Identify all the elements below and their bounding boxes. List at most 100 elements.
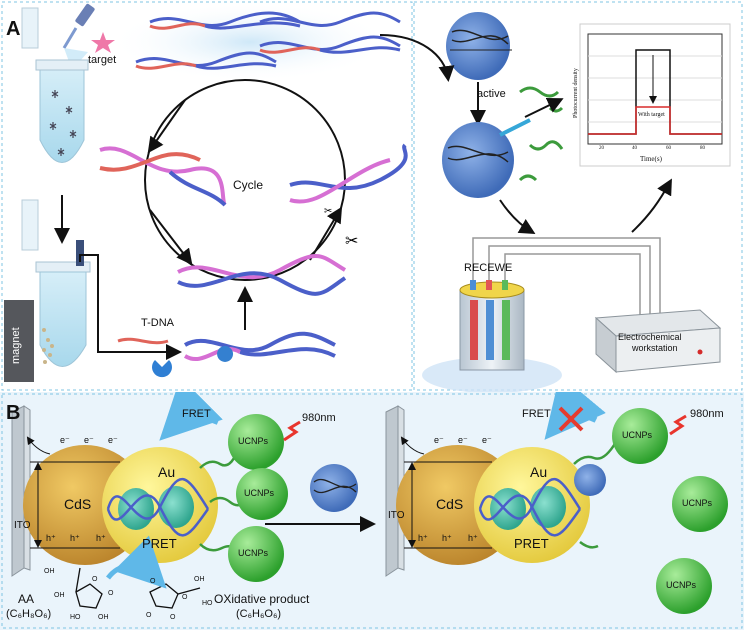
hole-label: h⁺ [468,533,478,543]
panel-a-canvas: ✂ ✂ [1,1,743,392]
o-label: O [146,612,152,619]
oh-label: OH [98,614,109,621]
electron-label: e⁻ [458,435,468,445]
electrode-cell-icon [422,280,562,392]
oh-label: OH [54,592,65,599]
o-label: O [182,594,188,601]
wires [472,237,661,320]
o-label: O [108,590,114,597]
ucnp-label: UCNPs [622,430,653,440]
ho-label: HO [70,614,81,621]
hole-label: h⁺ [418,533,428,543]
target-star-icon [91,32,115,53]
ucnp-label: UCNPs [666,580,697,590]
protein-top-icon [446,12,512,80]
plot-annotation: With target [638,112,665,118]
workstation-label-2: workstation [632,343,678,353]
magnet-block [4,300,34,382]
protein-active-icon [442,118,531,198]
o-label: O [92,576,98,583]
ito-label-right: ITO [388,510,405,521]
hole-label: h⁺ [442,533,452,543]
plot-ylabel: Photocurrent density [573,68,579,118]
oxidized-molecule [149,583,201,609]
electron-label: e⁻ [434,435,444,445]
plot-tick: 20 [599,146,604,151]
hole-label: h⁺ [96,533,106,543]
panel-b-canvas [1,392,743,629]
ucnp-label: UCNPs [238,436,269,446]
cycle-helix-right [289,143,408,204]
workstation-icon [594,309,722,374]
ho-label: HO [202,600,213,607]
panel-b: B e⁻ e⁻ e⁻ ITO CdS Au PRET h⁺ h⁺ h⁺ FRET… [0,392,744,630]
panel-b-border [1,393,743,629]
plot-tick: 80 [700,146,705,151]
electron-label: e⁻ [60,435,70,445]
panel-a-left-border [1,1,413,391]
panel-b-label: B [6,402,21,424]
pret-label-left: PRET [142,536,177,551]
plot-xlabel: Time(s) [640,155,662,163]
ucnp-label: UCNPs [244,488,275,498]
photocurrent-plot [579,23,731,167]
blocked-x-icon [558,406,584,432]
cycle-helix-left [99,146,227,207]
laser-bolt-icon-right [669,414,687,436]
aa-molecule [75,567,103,609]
workstation-label-1: Electrochemical [618,332,682,342]
ucnp-left-2 [236,468,288,520]
fret-label-right: FRET [522,408,551,420]
panel-a-right-border [413,1,743,391]
pacman-icon [152,360,172,378]
panel-a: ✂ ✂ [0,0,744,392]
fret-arrow-left [159,392,223,441]
bottom-helix [183,331,336,361]
o-label: O [170,614,176,621]
electron-label: e⁻ [84,435,94,445]
aa-formula: (C₆H₈O₆) [6,608,52,620]
hole-label: h⁺ [46,533,56,543]
scissors-icon: ✂ [324,206,332,217]
laser-label-right: 980nm [690,408,724,420]
target-label: target [88,54,117,66]
electron-label: e⁻ [482,435,492,445]
ucnp-right-1 [612,408,668,464]
o-label: O [150,578,156,585]
plot-tick: 40 [632,146,637,151]
hole-label: h⁺ [70,533,80,543]
au-label-right: Au [530,464,548,480]
scissors-large-icon: ✂ [345,233,358,250]
panel-a-label: A [6,18,21,40]
cds-label-right: CdS [436,496,464,512]
tdna-label: T-DNA [141,317,174,329]
protein-b-icon [310,464,358,512]
tube-magnet-icon [4,199,182,382]
ox-product-label: OXidative product [214,592,310,606]
active-label: active [477,88,506,100]
tdna-strand [117,337,169,345]
plot-tick: 60 [666,146,671,151]
cds-label-left: CdS [64,496,92,512]
ito-label-left: ITO [14,520,31,531]
ucnp-label: UCNPs [238,548,269,558]
electron-label: e⁻ [108,435,118,445]
cycle-label: Cycle [233,178,264,192]
electrodes-label: RECEWE [464,262,513,274]
laser-label-left: 980nm [302,412,336,424]
oh-label: OH [44,568,55,575]
ucnp-right-2 [672,476,728,532]
ucnp-label: UCNPs [682,498,713,508]
ox-formula: (C₆H₆O₆) [236,608,282,620]
dna-duplexes-top [135,11,401,70]
tube-top-icon [21,7,89,163]
oxidation-arrow [106,535,167,589]
oh-label: OH [194,576,205,583]
ucnp-left-1 [228,414,284,470]
magnet-label: magnet [10,327,22,364]
laser-bolt-icon-left [283,420,301,442]
fret-label-left: FRET [182,408,211,420]
ucnp-right-3 [656,558,712,614]
pret-label-right: PRET [514,536,549,551]
cycle-helix-bottom [177,254,347,296]
